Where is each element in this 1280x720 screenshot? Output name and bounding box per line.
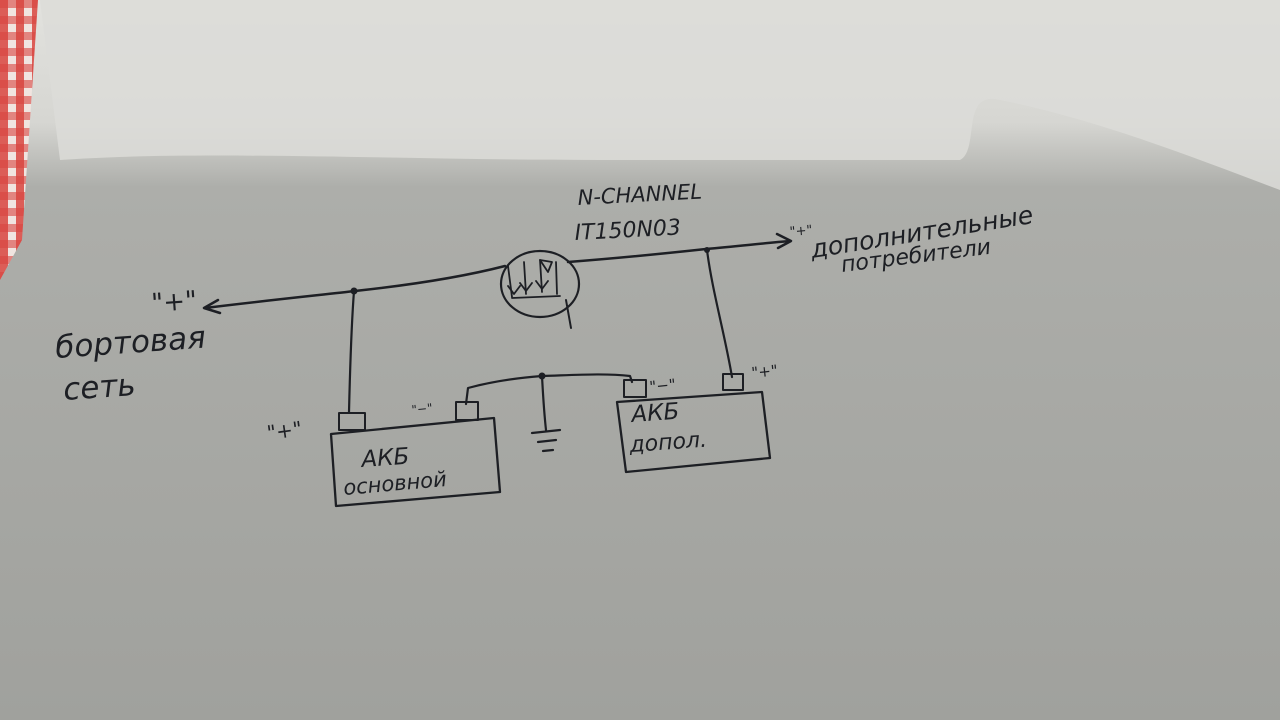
onboard-plus-label: "+" bbox=[150, 286, 198, 319]
aux-battery-label-line1: АКБ bbox=[629, 399, 681, 428]
aux-battery-plus-label: "+" bbox=[751, 361, 779, 382]
extra-plus-label: "+" bbox=[789, 223, 813, 240]
main-battery bbox=[329, 401, 502, 508]
mosfet-symbol bbox=[499, 249, 581, 319]
main-battery-label-line1: АКБ bbox=[359, 444, 411, 473]
main-battery-plus-label: "+" bbox=[265, 416, 303, 445]
aux-battery bbox=[615, 373, 772, 474]
aux-battery-minus-label: "−" bbox=[649, 375, 677, 396]
aux-battery-label-line2: допол. bbox=[628, 428, 708, 458]
transistor-part-label: IT150N03 bbox=[574, 215, 682, 246]
main-battery-minus-label: "−" bbox=[411, 401, 433, 417]
paper-lit-area bbox=[40, 0, 1280, 190]
onboard-label-line2: сеть bbox=[62, 367, 137, 408]
circuit-wires bbox=[202, 232, 793, 453]
